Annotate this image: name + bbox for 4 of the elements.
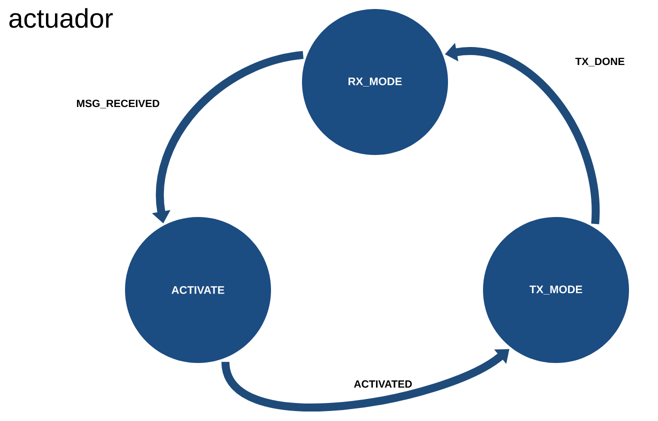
edge-label: ACTIVATED	[352, 379, 414, 389]
title: actuador	[9, 8, 113, 28]
edge-label: MSG_RECEIVED	[75, 98, 161, 110]
edge-label: TX_DONE	[574, 56, 626, 68]
